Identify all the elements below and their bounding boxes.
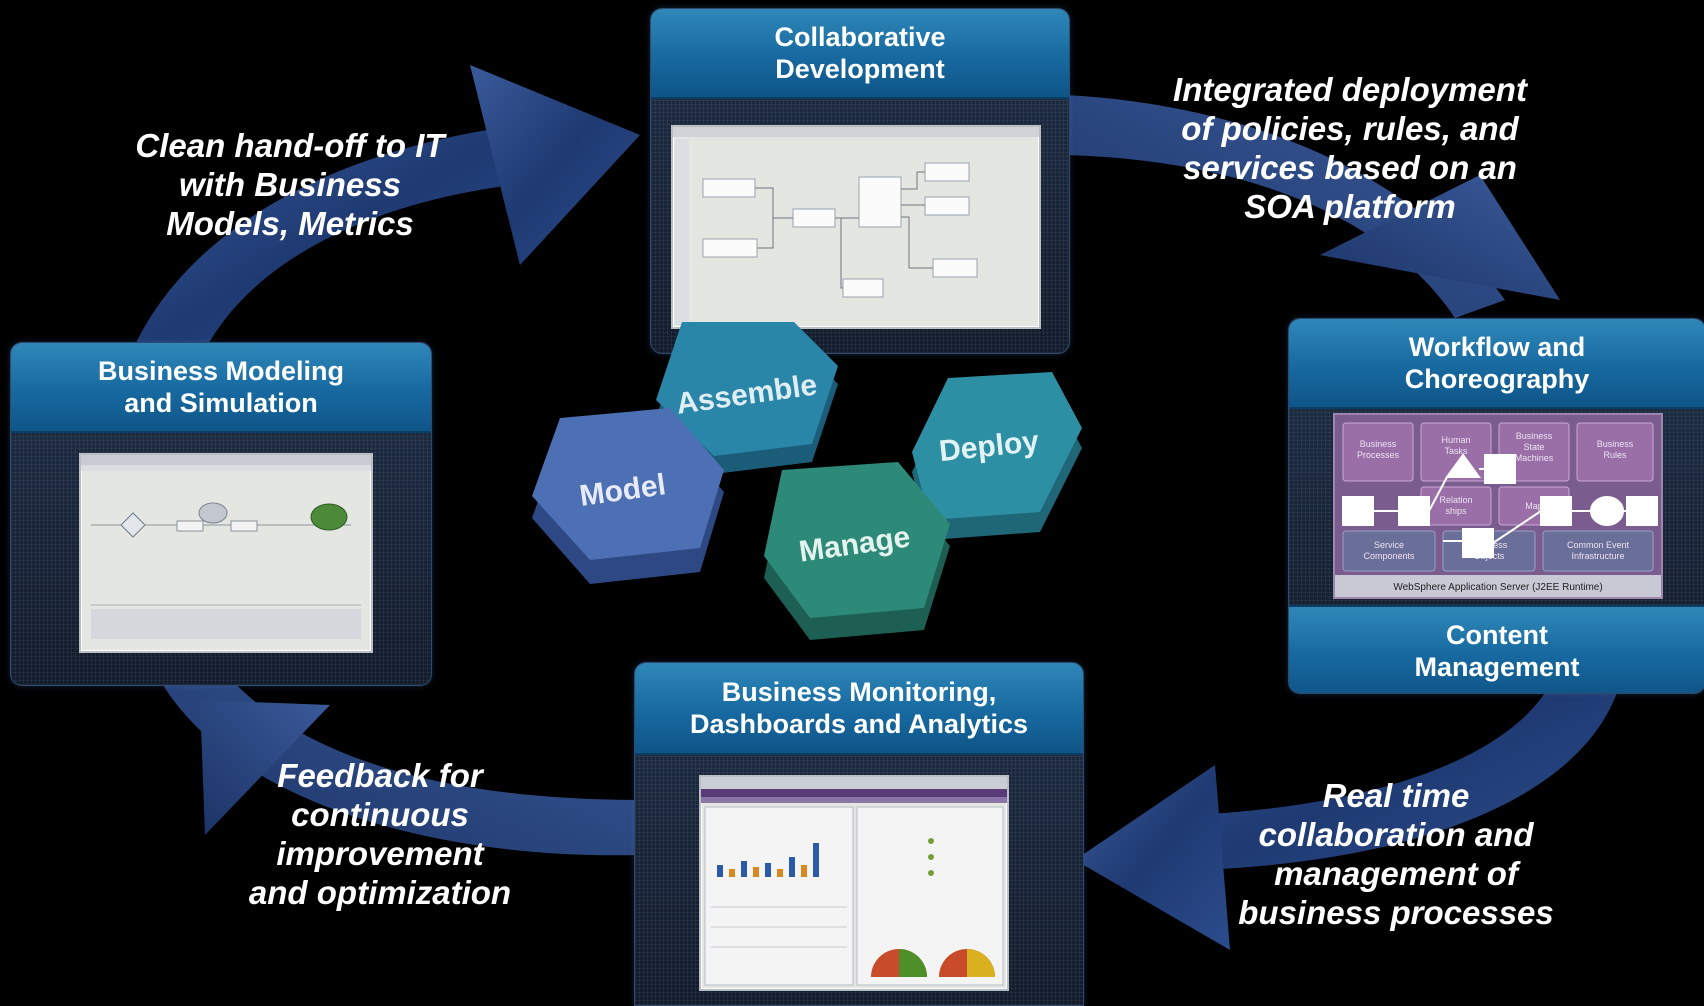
arrow-top-left [135, 125, 520, 350]
lifecycle-hexagons: Assemble Deploy Model Manage [532, 322, 1082, 640]
hex-model: Model [532, 408, 724, 584]
arrow-head-bottom-right [1075, 765, 1230, 950]
workflow-choreography-panel: Workflow and Choreography [1288, 318, 1704, 694]
svg-text:Rules: Rules [1603, 450, 1627, 460]
cell-map: Map [1525, 501, 1543, 511]
svg-text:Machines: Machines [1515, 453, 1554, 463]
modeler-screenshot [79, 453, 373, 653]
arrow-bottom-right [1190, 660, 1625, 870]
cell-state-machines: Business [1516, 431, 1553, 441]
dashboard-screenshot [699, 775, 1009, 991]
assembly-diagram-screenshot [671, 125, 1041, 329]
cell-service-components: Service [1374, 540, 1404, 550]
caption-realtime: Real time collaboration and management o… [1238, 777, 1554, 931]
panel-title: Collaborative Development [651, 9, 1069, 99]
arrow-top-right [1065, 95, 1505, 318]
hex-assemble: Assemble [656, 322, 838, 474]
workflow-architecture-diagram: Business Processes Human Tasks Business … [1333, 413, 1663, 599]
svg-text:Components: Components [1363, 551, 1415, 561]
arrow-head-bottom-left [200, 700, 330, 835]
content-management-title: Content Management [1289, 605, 1704, 693]
arrow-head-top-right [1320, 175, 1560, 300]
svg-text:State: State [1523, 442, 1544, 452]
cell-business-processes: Business [1360, 439, 1397, 449]
svg-text:Infrastructure: Infrastructure [1571, 551, 1624, 561]
cell-business-rules: Business [1597, 439, 1634, 449]
cell-human-tasks: Human [1441, 435, 1470, 445]
caption-handoff: Clean hand-off to IT with Business Model… [135, 127, 445, 242]
svg-text:ships: ships [1445, 506, 1467, 516]
svg-text:Tasks: Tasks [1444, 446, 1468, 456]
server-bar-label: WebSphere Application Server (J2EE Runti… [1393, 582, 1602, 593]
cell-cei: Common Event [1567, 540, 1630, 550]
business-monitoring-panel: Business Monitoring, Dashboards and Anal… [634, 662, 1084, 1006]
panel-title: Workflow and Choreography [1289, 319, 1704, 409]
panel-title: Business Monitoring, Dashboards and Anal… [635, 663, 1083, 755]
cell-relationships: Relation [1439, 495, 1472, 505]
hex-deploy: Deploy [912, 372, 1082, 540]
caption-deployment: Integrated deployment of policies, rules… [1173, 71, 1527, 225]
panel-title: Business Modeling and Simulation [11, 343, 431, 433]
business-modeling-panel: Business Modeling and Simulation [10, 342, 432, 686]
arrow-head-top-left [470, 65, 640, 265]
caption-feedback: Feedback for continuous improvement and … [248, 757, 512, 911]
arrow-bottom-left [160, 660, 640, 856]
collaborative-development-panel: Collaborative Development [650, 8, 1070, 354]
hex-manage: Manage [764, 462, 950, 640]
svg-text:Processes: Processes [1357, 450, 1400, 460]
